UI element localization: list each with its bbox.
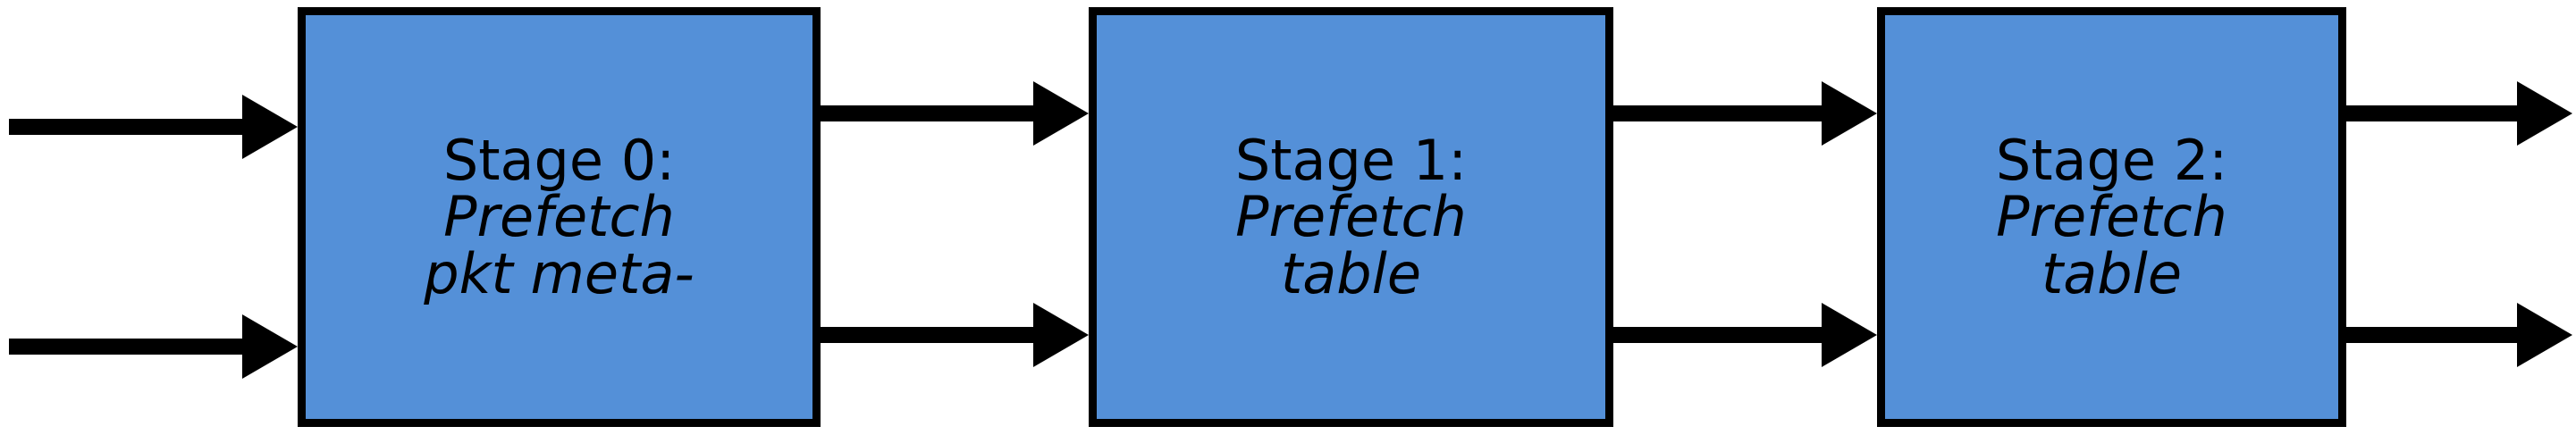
stage-1-subtitle-line-1: Prefetch xyxy=(1235,184,1467,250)
input-arrow-bottom xyxy=(9,314,298,379)
arrow-head-icon xyxy=(1033,81,1089,146)
output-arrow-top xyxy=(2346,81,2572,146)
arrow-stage0-to-stage1-top xyxy=(821,81,1089,146)
stage-0-title: Stage 0: xyxy=(442,128,676,194)
stage-2-subtitle-line-2: table xyxy=(2041,240,2183,306)
stage-0-subtitle-line-2: pkt meta- xyxy=(424,240,695,306)
arrow-shaft xyxy=(1613,327,1822,343)
stage-0-subtitle-line-1: Prefetch xyxy=(443,184,675,250)
output-arrow-bottom xyxy=(2346,303,2572,367)
input-arrow-top xyxy=(9,95,298,159)
stage-box-1[interactable]: Stage 1: Prefetch table xyxy=(1089,7,1613,427)
arrow-stage1-to-stage2-bottom xyxy=(1613,303,1877,367)
stage-1-title: Stage 1: xyxy=(1234,128,1468,194)
arrow-stage1-to-stage2-top xyxy=(1613,81,1877,146)
arrow-shaft xyxy=(9,119,242,135)
arrow-group xyxy=(9,81,2572,379)
arrow-head-icon xyxy=(1033,303,1089,367)
stage-2-title: Stage 2: xyxy=(1995,128,2228,194)
arrow-shaft xyxy=(1613,105,1822,121)
arrow-head-icon xyxy=(2517,81,2572,146)
stage-2-subtitle-line-1: Prefetch xyxy=(1996,184,2227,250)
arrow-shaft xyxy=(2346,105,2517,121)
stage-box-0[interactable]: Stage 0: Prefetch pkt meta- xyxy=(298,7,821,427)
arrow-head-icon xyxy=(1822,81,1877,146)
arrow-head-icon xyxy=(242,95,298,159)
stage-1-subtitle-line-2: table xyxy=(1280,240,1422,306)
arrow-head-icon xyxy=(2517,303,2572,367)
arrow-shaft xyxy=(9,339,242,355)
arrow-shaft xyxy=(821,327,1033,343)
arrow-shaft xyxy=(821,105,1033,121)
stage-box-2[interactable]: Stage 2: Prefetch table xyxy=(1877,7,2346,427)
arrow-head-icon xyxy=(1822,303,1877,367)
arrow-shaft xyxy=(2346,327,2517,343)
arrow-stage0-to-stage1-bottom xyxy=(821,303,1089,367)
arrow-head-icon xyxy=(242,314,298,379)
